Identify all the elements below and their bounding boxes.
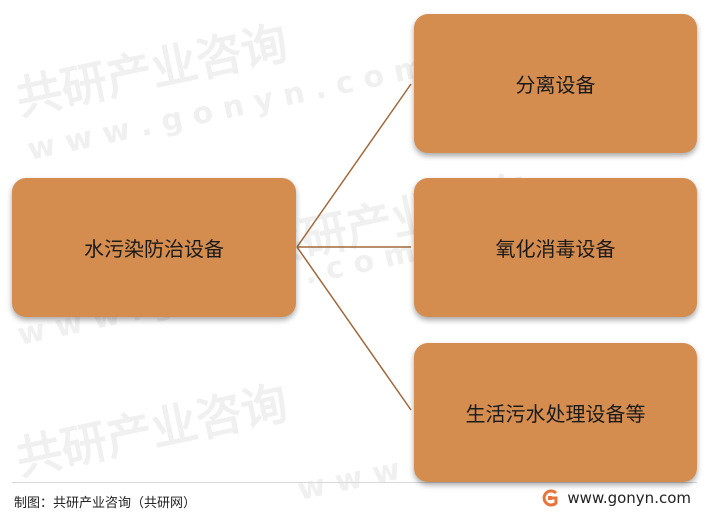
child-node-oxidation: 氧化消毒设备 xyxy=(414,178,697,317)
child-node-separation: 分离设备 xyxy=(414,14,697,153)
source-credit: 制图：共研产业咨询（共研网） xyxy=(14,496,197,511)
connector-line-3 xyxy=(296,246,412,411)
gonyn-logo-icon xyxy=(541,489,559,507)
footer-divider xyxy=(12,482,697,483)
website-credit: www.gonyn.com xyxy=(541,489,691,507)
child-node-label: 分离设备 xyxy=(515,73,596,97)
child-node-label: 生活污水处理设备等 xyxy=(465,402,646,426)
connector-line-1 xyxy=(296,83,412,248)
website-url[interactable]: www.gonyn.com xyxy=(567,489,691,507)
root-node-label: 水污染防治设备 xyxy=(84,237,224,261)
root-node: 水污染防治设备 xyxy=(12,178,296,317)
child-node-domestic-sewage: 生活污水处理设备等 xyxy=(414,343,697,482)
child-node-label: 氧化消毒设备 xyxy=(495,237,616,261)
